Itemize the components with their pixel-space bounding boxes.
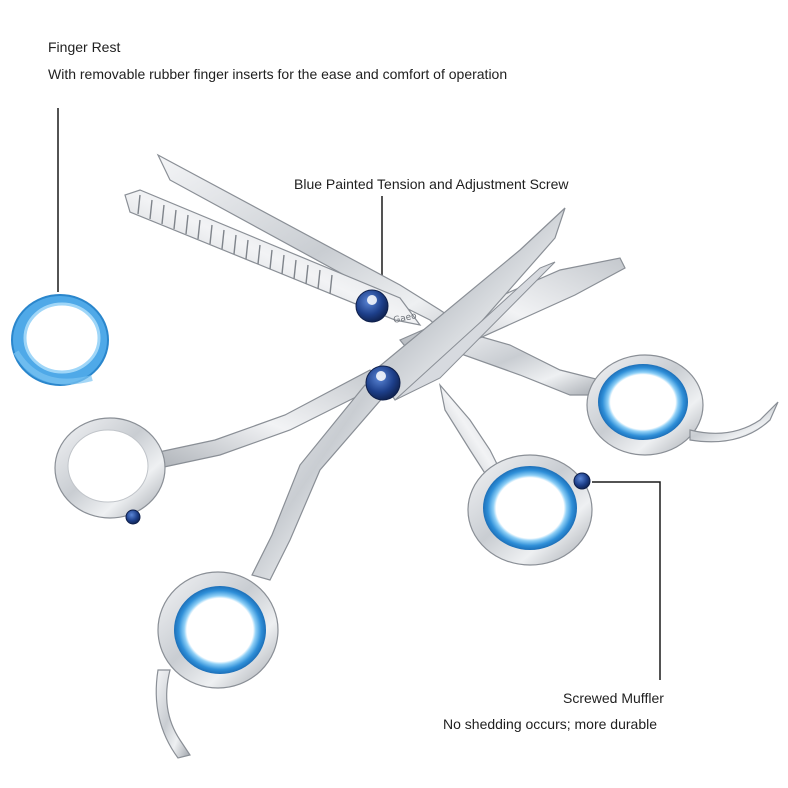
tension-screw-title: Blue Painted Tension and Adjustment Scre… [294,176,569,192]
thinning-shears-ring-lower [467,454,593,566]
cutting-shears-ring-left [54,417,166,525]
thinning-shears-ring-right [586,354,779,456]
engraving-text: Gaeo [393,311,419,326]
finger-rest-title: Finger Rest [48,39,121,55]
thinning-shears-toothed-blade [124,189,422,326]
muffler-title: Screwed Muffler [563,690,664,706]
finger-rest-description: With removable rubber finger inserts for… [48,66,508,82]
tension-screw-thinning [355,289,389,323]
cutting-shears [54,207,566,759]
thinning-shears: Gaeo [124,153,779,566]
muffler-description: No shedding occurs; more durable [443,716,658,732]
tension-screw-cutting [365,365,401,401]
cutting-shears-ring-lower [155,571,279,759]
finger-rest-insert [11,294,109,386]
muffler-screw [573,472,591,490]
muffler-leader [592,481,661,680]
